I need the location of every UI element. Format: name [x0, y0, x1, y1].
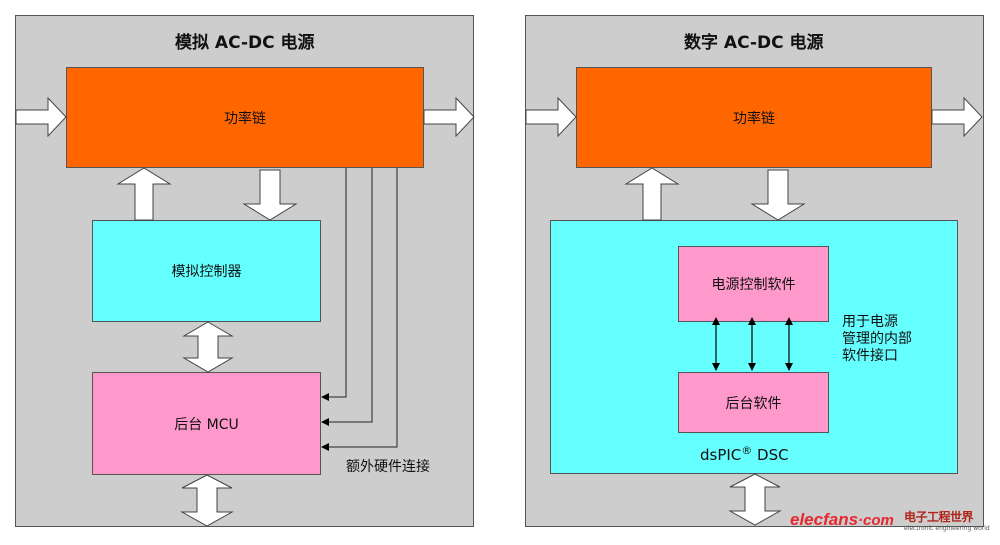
left-controller-mcu-double-arrow	[182, 321, 234, 373]
dspic-text: dsPIC	[700, 446, 742, 464]
right-input-arrow	[525, 96, 577, 138]
extra-hw-line-3	[321, 168, 398, 451]
left-output-arrow	[423, 96, 475, 138]
digital-panel-title: 数字 AC-DC 电源	[684, 33, 824, 53]
background-mcu-box: 后台 MCU	[92, 372, 321, 475]
power-control-software-label: 电源控制软件	[711, 277, 796, 293]
analog-controller-box: 模拟控制器	[92, 220, 321, 322]
background-mcu-label: 后台 MCU	[174, 416, 239, 433]
watermark-brand: elecfans	[790, 510, 859, 529]
internal-interface-note-line-2: 管理的内部	[842, 331, 912, 347]
watermark-cn-brand: 电子工程世界	[904, 510, 974, 524]
extra-hw-line-1	[321, 168, 347, 401]
internal-interface-note-line-3: 软件接口	[842, 348, 898, 364]
right-power-chain-label: 功率链	[733, 110, 775, 127]
right-power-chain-box: 功率链	[576, 67, 932, 168]
right-output-arrow	[931, 96, 983, 138]
watermark-sub: electronic engineering world	[904, 525, 990, 532]
background-software-label: 后台软件	[725, 395, 782, 412]
analog-panel-title: 模拟 AC-DC 电源	[175, 33, 315, 53]
left-mcu-bottom-double-arrow	[180, 474, 234, 527]
power-control-software-box: 电源控制软件	[678, 246, 829, 322]
watermark: elecfans·com	[790, 510, 894, 530]
background-software-box: 后台软件	[678, 372, 829, 433]
left-sense-down-arrow	[242, 169, 298, 221]
dsc-text: DSC	[752, 446, 789, 464]
registered-mark: ®	[741, 444, 753, 457]
dspic-dsc-label: dsPIC® DSC	[700, 444, 789, 464]
left-feedback-up-arrow	[116, 167, 172, 221]
internal-interface-note: 用于电源 管理的内部 软件接口	[842, 314, 912, 365]
left-power-chain-box: 功率链	[66, 67, 424, 168]
right-dsc-bottom-double-arrow	[728, 473, 782, 526]
left-input-arrow	[15, 96, 67, 138]
watermark-cn-block: 电子工程世界 electronic engineering world	[904, 508, 996, 532]
extra-hw-line-2	[321, 168, 373, 426]
right-sense-down-arrow	[750, 169, 806, 221]
analog-controller-label: 模拟控制器	[171, 264, 242, 280]
internal-interface-note-line-1: 用于电源	[842, 314, 898, 330]
right-feedback-up-arrow	[624, 167, 680, 221]
watermark-dotcom: ·com	[858, 512, 894, 529]
left-power-chain-label: 功率链	[224, 110, 266, 127]
extra-hw-connection-label: 额外硬件连接	[346, 459, 430, 475]
